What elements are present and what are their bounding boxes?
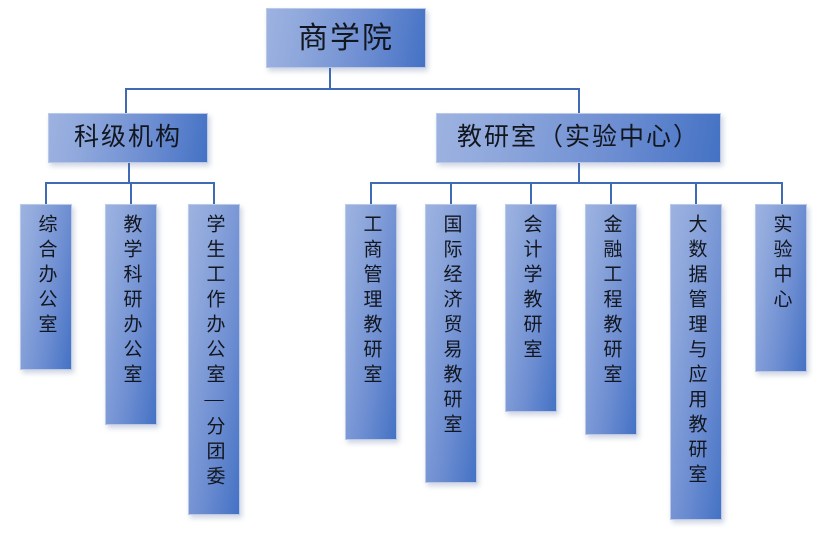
node-b1-label: 工商管理教研室 (360, 214, 382, 389)
node-a1[interactable]: 综合办公室 (20, 204, 72, 370)
node-root[interactable]: 商学院 (266, 8, 426, 68)
connector-root-to-branch-b (578, 88, 580, 118)
node-branch-b[interactable]: 教研室（实验中心） (436, 113, 721, 163)
node-branch-b-label: 教研室（实验中心） (456, 124, 700, 152)
connector-branch-a-stem (128, 163, 130, 183)
connector-root-stem (329, 68, 331, 90)
connector-root-to-branch-a (125, 88, 127, 118)
connector-branch-b-to-child-5 (695, 182, 697, 205)
connector-branch-b-to-child-1 (370, 182, 372, 205)
node-a2-label: 教学科研办公室 (120, 214, 142, 389)
node-b5[interactable]: 大数据管理与应用教研室 (670, 204, 722, 520)
node-b3[interactable]: 会计学教研室 (505, 204, 557, 412)
connector-root-bus (125, 88, 580, 90)
node-branch-a[interactable]: 科级机构 (48, 113, 208, 163)
connector-branch-b-to-child-4 (610, 182, 612, 205)
node-branch-a-label: 科级机构 (73, 124, 182, 152)
connector-branch-a-bus (45, 182, 213, 184)
connector-branch-b-stem (578, 163, 580, 183)
node-root-label: 商学院 (298, 21, 394, 55)
node-b4-label: 金融工程教研室 (600, 214, 622, 389)
connector-branch-b-to-child-6 (781, 182, 783, 205)
node-a1-label: 综合办公室 (35, 214, 57, 339)
connector-branch-a-to-child-1 (45, 182, 47, 205)
connector-branch-b-to-child-3 (530, 182, 532, 205)
node-b3-label: 会计学教研室 (520, 214, 542, 364)
connector-branch-a-to-child-2 (130, 182, 132, 205)
node-a3[interactable]: 学生工作办公室—分团委 (188, 204, 240, 515)
node-b5-label: 大数据管理与应用教研室 (685, 214, 707, 489)
node-b4[interactable]: 金融工程教研室 (585, 204, 637, 435)
node-b1[interactable]: 工商管理教研室 (345, 204, 397, 440)
node-a3-label: 学生工作办公室—分团委 (203, 214, 225, 491)
node-a2[interactable]: 教学科研办公室 (105, 204, 157, 425)
node-b2[interactable]: 国际经济贸易教研室 (425, 204, 477, 483)
connector-branch-b-to-child-2 (450, 182, 452, 205)
connector-branch-a-to-child-3 (213, 182, 215, 205)
connector-branch-b-bus (370, 182, 781, 184)
node-b6-label: 实验中心 (770, 214, 792, 314)
node-b2-label: 国际经济贸易教研室 (440, 214, 462, 439)
node-b6[interactable]: 实验中心 (755, 204, 807, 372)
